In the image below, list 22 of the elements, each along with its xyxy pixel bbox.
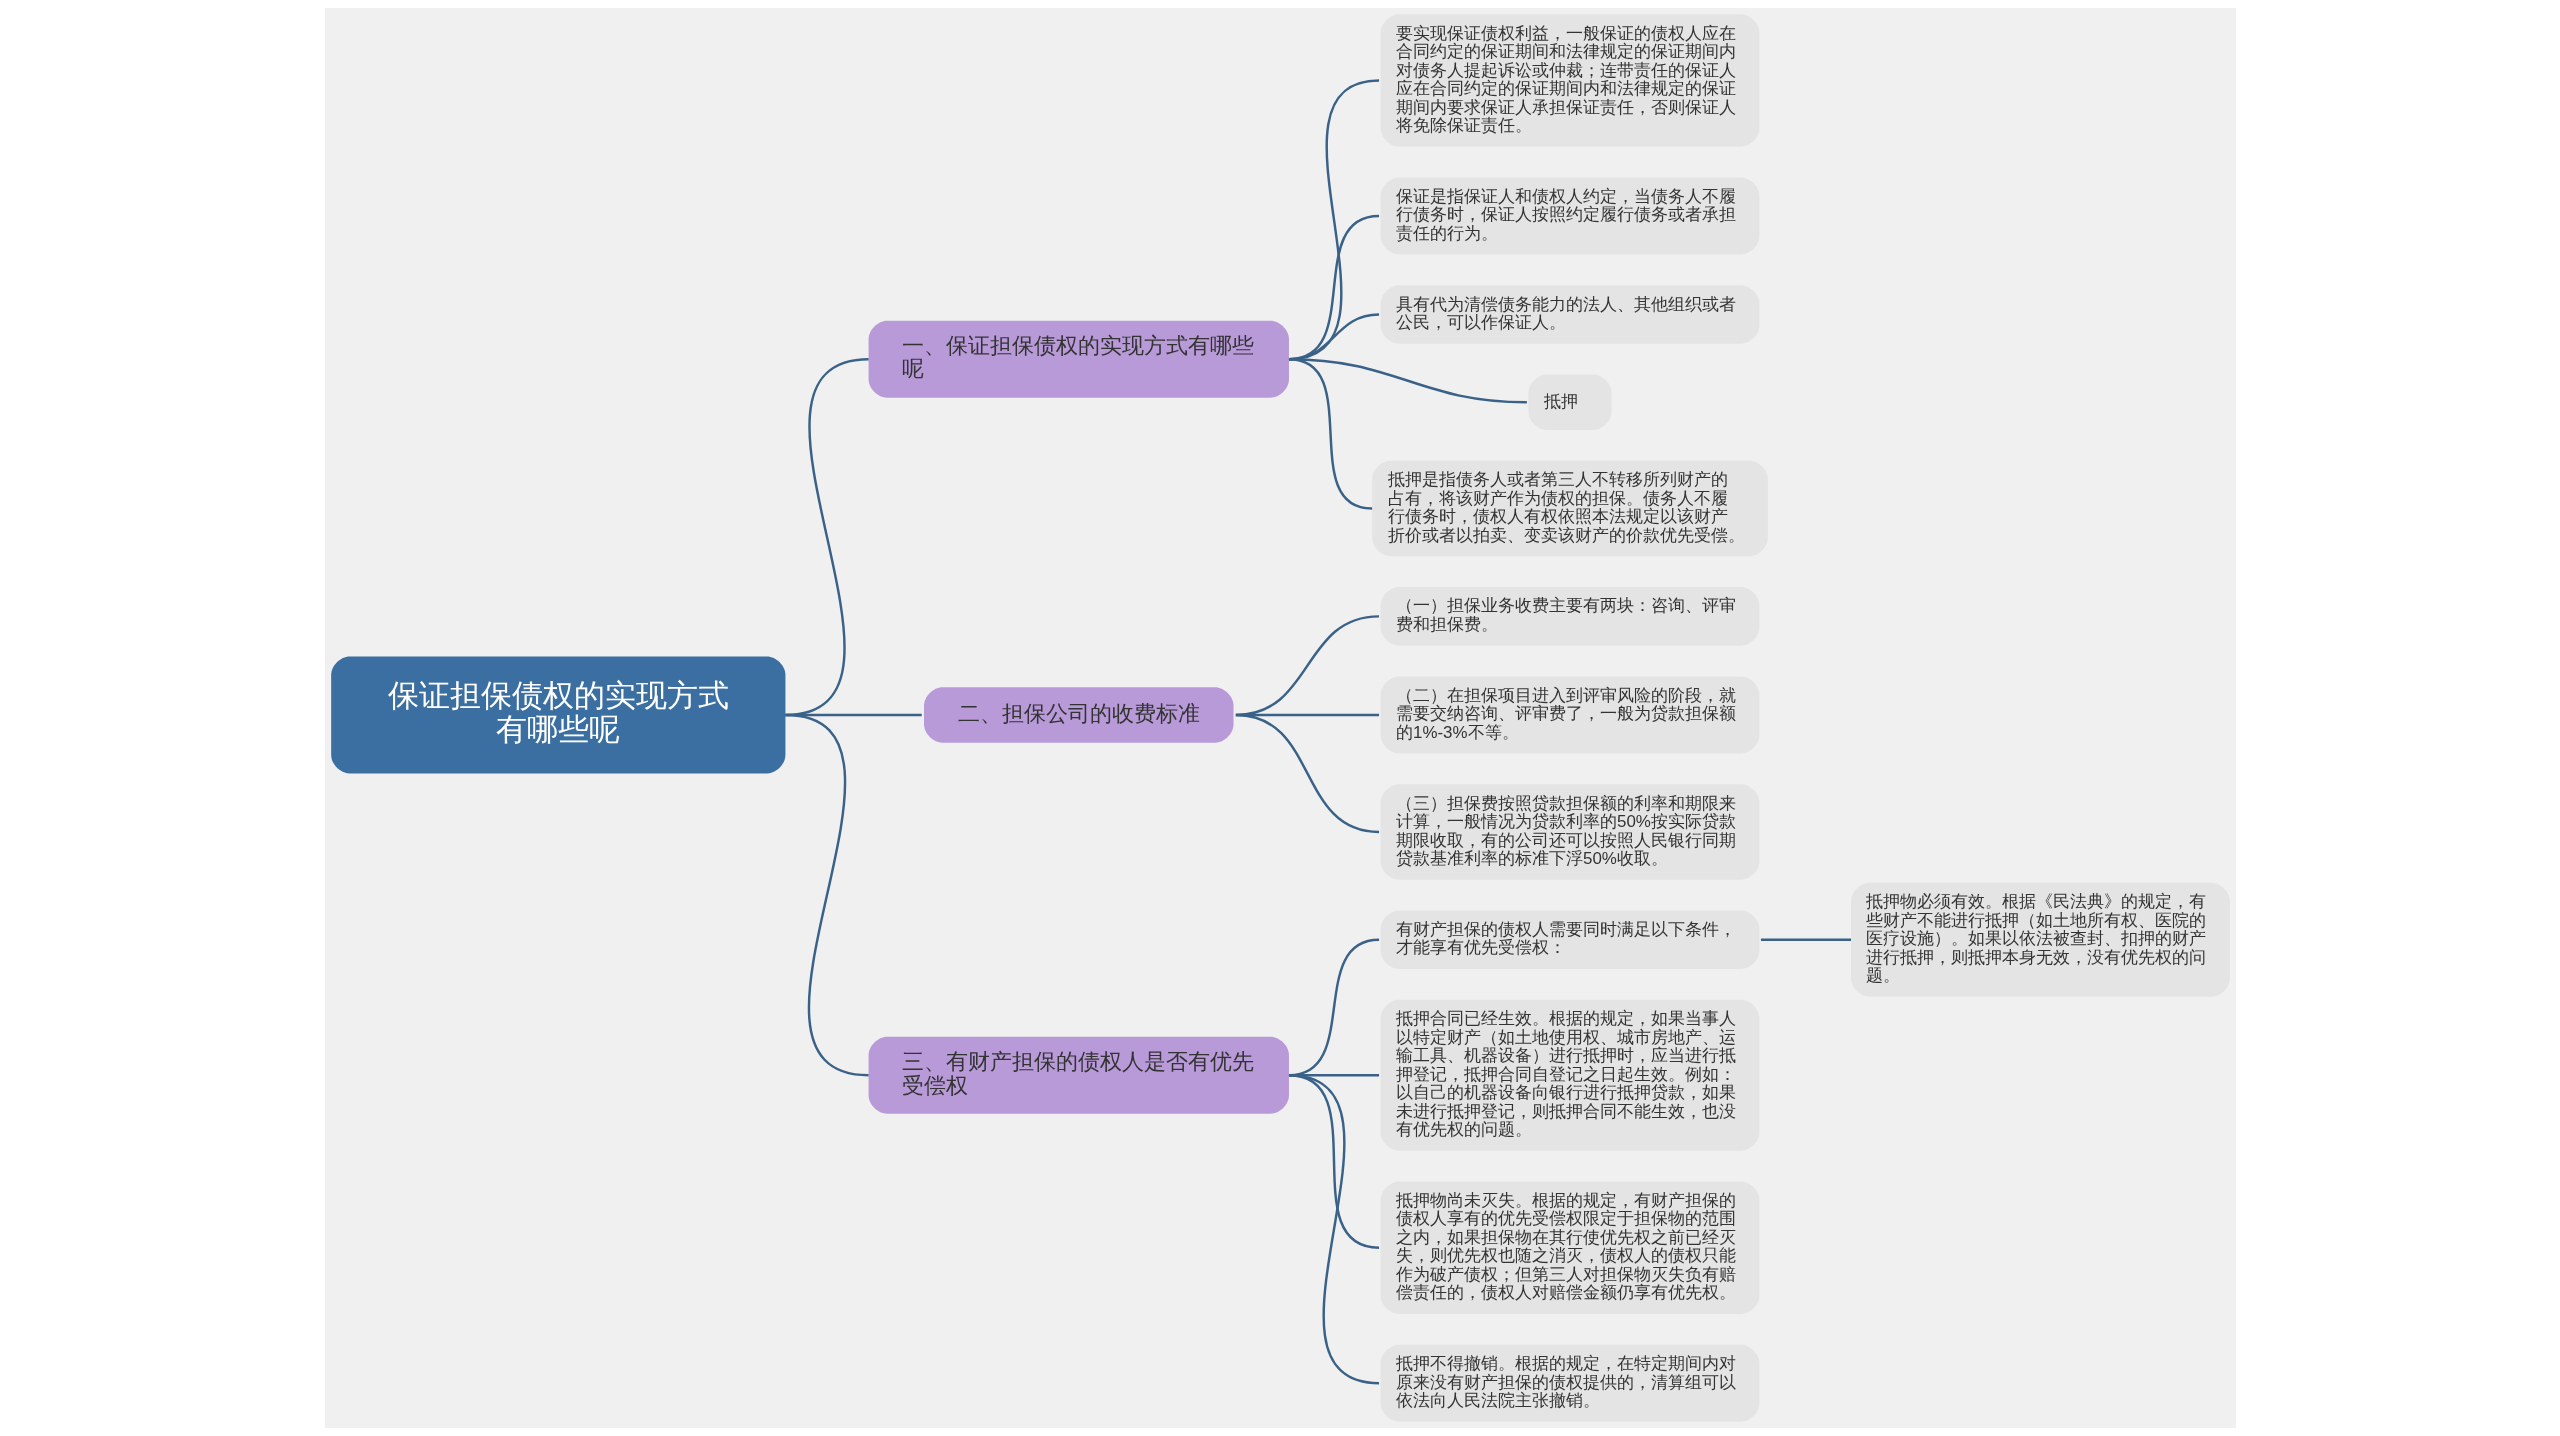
node-box: （二）在担保项目进入到评审风险的阶段，就需要交纳咨询、评审费了，一般为贷款担保额的1%-3%不等。 [1380,676,1759,754]
connector [1760,938,1851,941]
node-box: 一、保证担保债权的实现方式有哪些呢 [868,320,1289,398]
node-box: 抵押合同已经生效。根据的规定，如果当事人以特定财产（如土地使用权、城市房地产、运输工具、机器设备）进行抵押时，应当进行抵押登记，抵押合同自登记之日起生效。例如：以自己的机器设备向银行进行抵押贷款，如果未进行抵押登记，则抵押合同不能生效，也没有优先权的问题。 [1380,999,1759,1151]
node-box: （三）担保费按照贷款担保额的利率和期限来计算，一般情况为贷款利率的50%按实际贷款期限收取，有的公司还可以按照人民银行同期贷款基准利率的标准下浮50%收取。 [1380,784,1759,880]
node-box: 抵押是指债务人或者第三人不转移所列财产的占有，将该财产作为债权的担保。债务人不履行债务时，债权人有权依照本法规定以该财产折价或者以拍卖、变卖该财产的价款优先受偿。 [1371,460,1768,557]
node-box: 抵押物尚未灭失。根据的规定，有财产担保的债权人享有的优先受偿权限定于担保物的范围之内，如果担保物在其行使优先权之前已经灭失，则优先权也随之消灭，债权人的债权只能作为破产债权；但第三人对担保物灭失负有赔偿责任的，债权人对赔偿金额仍享有优先权。 [1380,1181,1759,1314]
node-box: 抵押不得撤销。根据的规定，在特定期间内对原来没有财产担保的债权提供的，清算组可以依法向人民法院主张撤销。 [1380,1344,1759,1422]
node-box: （一）担保业务收费主要有两块：咨询、评审费和担保费。 [1380,587,1759,646]
node-box: 三、有财产担保的债权人是否有优先受偿权 [868,1036,1289,1114]
node-box: 保证是指保证人和债权人约定，当债务人不履行债务时，保证人按照约定履行债务或者承担责任的行为。 [1380,177,1759,255]
connector [1288,1074,1379,1385]
node-box: 具有代为清偿债务能力的法人、其他组织或者公民，可以作保证人。 [1380,285,1759,344]
node-box: 抵押物必须有效。根据《民法典》的规定，有些财产不能进行抵押（如土地所有权、医院的医疗设施）。如果以依法被查封、扣押的财产进行抵押，则抵押本身无效，没有优先权的问题。 [1850,882,2230,997]
connector [1288,358,1372,510]
node-box: 抵押 [1527,374,1612,431]
connector [1235,713,1379,834]
node-box: 要实现保证债权利益，一般保证的债权人应在合同约定的保证期间和法律规定的保证期间内对债务人提起诉讼或仲裁；连带责任的保证人应在合同约定的保证期间内和法律规定的保证期间内要求保证人承担保证责任，否则保证人将免除保证责任。 [1380,14,1759,147]
node-box: 保证担保债权的实现方式有哪些呢 [330,656,785,774]
connector [784,713,869,1077]
node-box: 二、担保公司的收费标准 [923,687,1234,743]
node-box: 有财产担保的债权人需要同时满足以下条件，才能享有优先受偿权： [1380,910,1759,969]
